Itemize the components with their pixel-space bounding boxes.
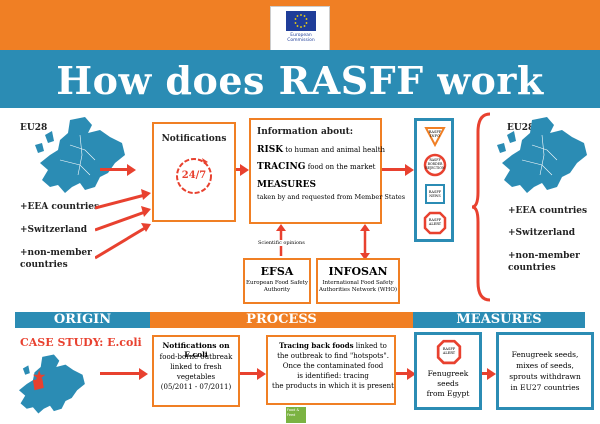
border-rejection-icon [423, 153, 447, 177]
information-box: Information about: RISK to human and ani… [249, 118, 405, 224]
origin-section-header: ORIGIN [15, 312, 150, 328]
arrow-head [405, 164, 414, 176]
measures-key: MEASURES [257, 180, 316, 190]
left-converging-arrows [95, 189, 151, 260]
info-notice-label: RASFF INFO [428, 130, 442, 138]
right-brace [471, 112, 491, 302]
arrow-head [487, 368, 496, 380]
case-alert-octagon-icon [436, 339, 462, 365]
risk-line: RISK to human and animal health [257, 145, 385, 155]
left-eu28-label: EU28 [20, 123, 48, 133]
logo-text: European Commission [287, 33, 315, 43]
measures-text: taken by and requested from Member State… [257, 193, 406, 201]
border-rejection-label: RASFF BORDER REJECTION [425, 158, 445, 170]
arrow-head [257, 368, 266, 380]
case-notif-text: food-borne outbreak linked to fresh vege… [159, 353, 233, 391]
case-study-title: CASE STUDY: E.coli [20, 336, 142, 349]
right-europe-map-icon [497, 117, 587, 193]
notice-types-box: RASFF INFO RASFF BORDER REJECTION RASFF … [414, 118, 454, 242]
withdrawn-text: Fenugreek seeds, mixes of seeds, sprouts… [509, 350, 581, 392]
european-commission-logo: European Commission [270, 6, 330, 52]
clock-icon [176, 158, 212, 194]
left-europe-map-icon [35, 117, 125, 193]
case-study-map-icon [19, 354, 85, 414]
alert-octagon-icon [423, 211, 447, 235]
notifications-box: Notifications 24/7 [152, 122, 236, 222]
case-alert-box: RASFF ALERT Fenugreek seeds from Egypt [414, 332, 482, 410]
clock-label: 24/7 [181, 170, 207, 181]
tracing-line: TRACING food on the market [257, 162, 375, 172]
tracing-content: Tracing back foods linked to the outbrea… [272, 341, 394, 391]
case-notif-title: Notifications on E.coli [162, 341, 230, 359]
tracing-box: Tracing back foods linked to the outbrea… [266, 335, 396, 405]
risk-text: to human and animal health [285, 146, 386, 154]
trace-text: linked to the outbreak to find "hotspots… [272, 342, 394, 390]
arrow-map-to-notifications [100, 168, 128, 171]
arrow-head [240, 164, 249, 176]
case-notifications-box: Notifications on E.coli food-borne outbr… [152, 335, 240, 407]
case-alert-label: RASFF ALERT [442, 347, 456, 355]
arrow-trace-alert [396, 372, 408, 375]
efsa-box: EFSA European Food Safety Authority [243, 258, 311, 304]
page-title: How does RASFF work [56, 58, 544, 103]
arrow-notif-trace [240, 372, 258, 375]
process-section-header: PROCESS [150, 312, 413, 328]
infosan-box: INFOSAN International Food Safety Author… [316, 258, 400, 304]
infosan-full-name: International Food Safety Authorities Ne… [318, 280, 398, 293]
left-eea-label: +EEA countries [20, 202, 100, 212]
eu-flag-icon [286, 11, 316, 31]
trace-title: Tracing back foods [279, 341, 354, 350]
info-heading: Information about: [257, 127, 354, 137]
arrow-alert-withdrawn [482, 372, 488, 375]
measures-section-header: MEASURES [413, 312, 585, 328]
right-non-member-label: +non-member countries [508, 251, 580, 273]
left-switzerland-label: +Switzerland [20, 225, 88, 235]
info-triangle-icon [424, 127, 446, 147]
risk-key: RISK [257, 145, 284, 155]
right-eu28-label: EU28 [507, 123, 535, 133]
scientific-opinions-label: Scientific opinions [258, 240, 305, 246]
efsa-full-name: European Food Safety Authority [246, 280, 308, 293]
notifications-label: Notifications [161, 134, 227, 144]
news-notice-label: RASFF NEWS [428, 190, 442, 198]
fenugreek-label: Fenugreek seeds from Egypt [426, 369, 470, 398]
right-eea-label: +EEA countries [508, 206, 588, 216]
right-switzerland-label: +Switzerland [508, 228, 576, 238]
arrow-case-to-notif [100, 372, 140, 375]
left-non-member-label: +non-member countries [20, 248, 92, 270]
title-band [0, 50, 600, 108]
alert-notice-label: RASFF ALERT [428, 218, 442, 226]
food-feed-badge: Food & Feed [286, 407, 306, 423]
arrow-head [127, 164, 136, 176]
tracing-text: food on the market [307, 163, 376, 171]
arrow-head [407, 368, 416, 380]
arrow-info-icons [382, 168, 406, 171]
efsa-name: EFSA [260, 265, 294, 278]
arrow-notif-info [236, 168, 241, 171]
tracing-key: TRACING [257, 162, 306, 172]
infosan-name: INFOSAN [328, 265, 388, 278]
news-square-icon [425, 184, 445, 204]
withdrawn-box: Fenugreek seeds, mixes of seeds, sprouts… [496, 332, 594, 410]
arrow-head [139, 368, 148, 380]
